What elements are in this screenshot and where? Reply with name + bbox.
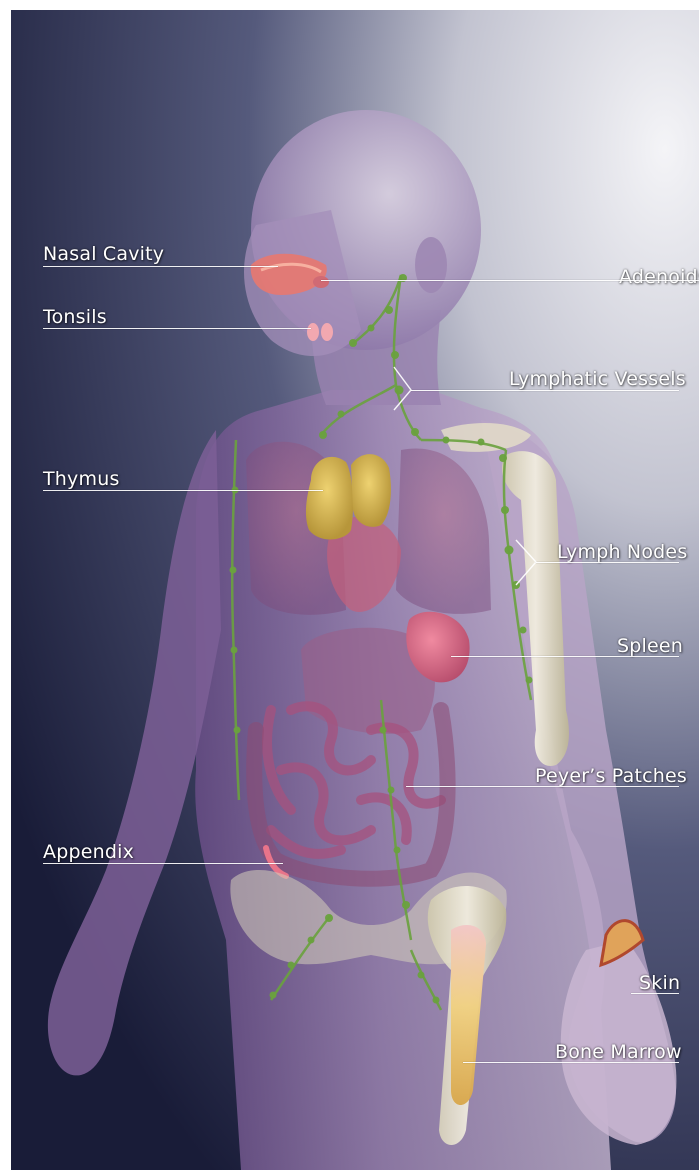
leader-thymus bbox=[43, 490, 323, 491]
label-lymph-nodes: Lymph Nodes bbox=[557, 541, 687, 563]
leader-bone-marrow bbox=[463, 1062, 679, 1063]
leader-skin bbox=[631, 993, 679, 994]
leader-lymphatic-vessels bbox=[411, 390, 679, 391]
label-spleen: Spleen bbox=[617, 635, 683, 657]
adenoids-organ bbox=[313, 276, 329, 288]
leader-peyers-patches bbox=[406, 786, 679, 787]
anatomy-illustration: Nasal Cavity Adenoids Tonsils Lymphatic … bbox=[11, 10, 699, 1170]
label-thymus: Thymus bbox=[43, 468, 120, 490]
label-skin: Skin bbox=[639, 972, 680, 994]
leader-adenoids bbox=[321, 280, 699, 281]
label-bone-marrow: Bone Marrow bbox=[555, 1041, 682, 1063]
label-adenoids: Adenoids bbox=[619, 266, 699, 288]
label-nasal-cavity: Nasal Cavity bbox=[43, 243, 164, 265]
leader-spleen bbox=[451, 656, 679, 657]
label-tonsils: Tonsils bbox=[43, 306, 107, 328]
body-illustration bbox=[11, 10, 699, 1170]
leader-tonsils bbox=[43, 328, 311, 329]
label-peyers-patches: Peyer’s Patches bbox=[535, 765, 687, 787]
tonsils-organ-right bbox=[321, 323, 333, 341]
leader-appendix bbox=[43, 863, 283, 864]
leader-lymph-nodes bbox=[536, 562, 679, 563]
ear bbox=[415, 237, 447, 293]
label-lymphatic-vessels: Lymphatic Vessels bbox=[509, 368, 686, 390]
leader-nasal-cavity bbox=[43, 266, 278, 267]
tonsils-organ-left bbox=[307, 323, 319, 341]
label-appendix: Appendix bbox=[43, 841, 134, 863]
